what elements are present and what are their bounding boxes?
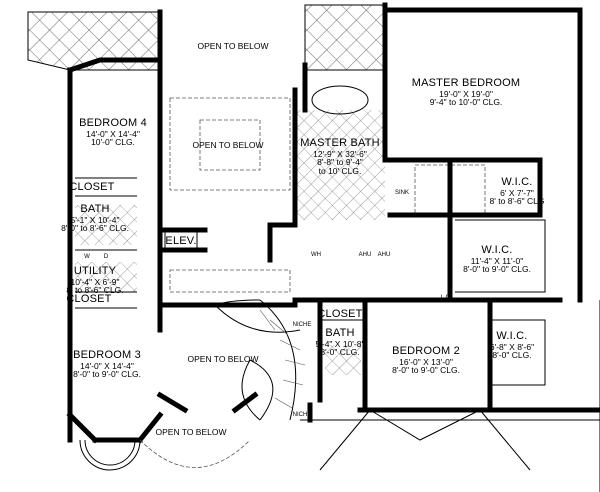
room-name: ELEV. [165,235,197,247]
room-name: OPEN TO BELOW [197,41,269,51]
open-to-below-top: OPEN TO BELOW [197,42,268,51]
room-ceiling: 8'-0" to 8'-6" CLG. [61,223,129,234]
lattice-deck-center [304,4,386,71]
room-name: MASTER BATH [300,137,380,149]
room-name: BATH [80,203,110,215]
spiral-stair [214,299,301,421]
room-name: OPEN TO BELOW [187,354,259,364]
room-name: UTILITY [73,265,117,277]
ahu-label: AHU [358,252,372,258]
room-closet4: CLOSET [69,181,115,194]
room-wic2: W.I.C.11'-4" X 11'-0"8'-0" to 9'-0" CLG. [463,244,531,275]
room-closet2: CLOSET [317,308,363,321]
room-elevator: ELEV. [165,235,197,248]
room-size: 16'-0" X 13'-0" [399,356,453,367]
room-name: BEDROOM 4 [79,117,147,129]
room-name: OPEN TO BELOW [155,427,227,437]
room-ceiling: 10'-0" CLG. [91,137,135,148]
room-size: 11'-4" X 11'-0" [470,255,524,266]
room-size: 14'-0" X 14'-4" [86,128,140,139]
room-ceiling: 8'-0" to 9'-0" CLG. [463,264,531,275]
room-name: BATH [325,327,355,339]
washer-label: W [84,254,90,260]
room-wic3: W.I.C.6'-8" X 8'-6"8'-0" CLG. [489,330,535,361]
open-to-below-stair: OPEN TO BELOW [187,355,258,364]
room-size: 5'-1" X 10'-4" [70,214,120,225]
dryer-label: D [103,254,109,260]
room-name: W.I.C. [501,176,533,188]
room-ceiling: to 10' CLG. [318,166,362,177]
open-to-below-bottom: OPEN TO BELOW [155,428,226,437]
room-ceiling: 8'-0" to 9'-0" CLG. [73,369,141,380]
room-size: 5'-4" X 10'-8" [315,338,365,349]
sink-label: SINK [394,190,410,196]
room-ceiling: 8'-0" CLG. [492,350,532,361]
elevator [164,231,198,253]
room-name: OPEN TO BELOW [192,140,264,150]
bath-tile [75,205,137,245]
room-ceiling: 8'-8" to 9'-4" [317,157,363,168]
room-size: 14'-0" X 14'-4" [80,360,134,371]
bath2-tile [325,345,361,375]
room-name: BEDROOM 3 [73,349,141,361]
niche-label: NICHE [292,322,312,328]
room-ceiling: 9'-4" to 10'-0" CLG. [429,97,503,108]
room-ceiling: 8'-0" to 9'-0" CLG. [392,365,460,376]
room-ceiling: 8'-0" CLG. [320,347,360,358]
room-name: BEDROOM 2 [392,345,460,357]
room-size: 6'-8" X 8'-6" [489,341,535,352]
room-name: MASTER BEDROOM [411,77,521,89]
room-ceiling: 8' to 8'-6" CLG [489,196,545,207]
room-name: W.I.C. [496,330,528,342]
niche-label: NICHE [292,412,312,418]
master-bath-tile [295,110,385,220]
lattice-deck-left [27,11,161,71]
open-to-below-center: OPEN TO BELOW [192,141,263,150]
room-name: CLOSET [66,293,112,305]
room-wic1: W.I.C.6' X 7'-7"8' to 8'-6" CLG [489,176,545,207]
room-name: CLOSET [69,181,115,193]
room-size: 19'-0" X 19'-0" [439,88,493,99]
bathtub [311,85,369,115]
room-name: W.I.C. [481,244,513,256]
water-heater-label: WH [311,252,321,258]
room-size: 10'-4" X 6'-9" [70,276,120,287]
room-size: 12'-9" X 32'-6" [313,148,367,159]
room-size: 6' X 7'-7" [500,187,534,198]
utility-tile [75,262,137,292]
room-closet3: CLOSET [66,293,112,306]
room-name: CLOSET [317,308,363,320]
ahu-label: AHU [377,252,391,258]
linen-closet-label: L.C. [440,295,452,301]
stair-treads [259,309,306,409]
room-ceiling: 8' to 8'-6" CLG. [66,285,124,296]
